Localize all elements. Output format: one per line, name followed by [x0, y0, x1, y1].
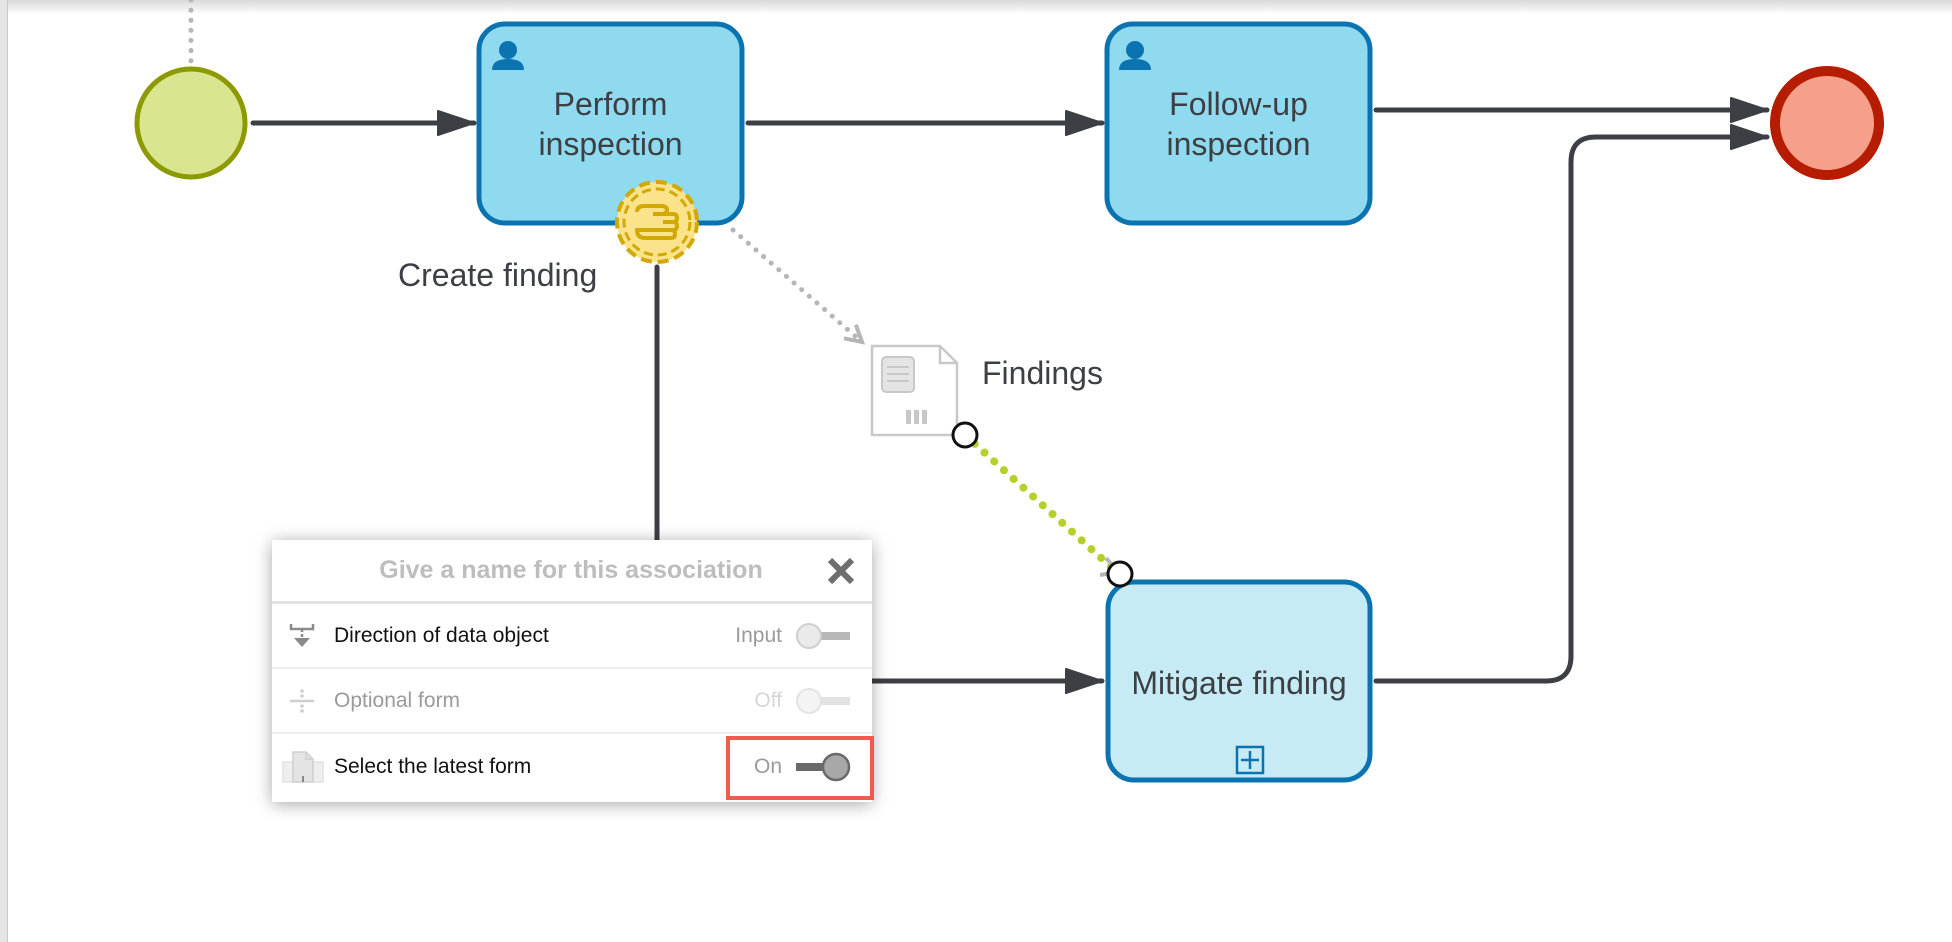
subprocess-mitigate-finding[interactable] [1105, 579, 1373, 783]
selected-association[interactable] [961, 431, 1124, 579]
latest-form-icon [282, 749, 324, 785]
highlight-box [726, 736, 874, 800]
close-button[interactable] [826, 556, 856, 586]
task-label: Mitigate finding [1131, 665, 1347, 701]
dialog-row-direction: Direction of data object Input [272, 604, 872, 669]
association-to-findings[interactable] [730, 227, 862, 342]
data-object-label: Findings [982, 355, 1103, 391]
canvas-top-shadow [8, 0, 1952, 14]
latest-form-toggle[interactable] [794, 752, 852, 782]
boundary-event-label: Create finding [398, 257, 598, 293]
close-x-icon [827, 557, 855, 585]
optional-toggle[interactable] [794, 686, 852, 716]
row-value: Input [735, 623, 782, 647]
data-object-findings[interactable] [870, 344, 959, 437]
association-dialog: Direction of data object Input Optional … [272, 540, 872, 802]
association-name-input[interactable] [272, 540, 812, 601]
optional-icon [284, 683, 320, 719]
subprocess-expand-icon[interactable] [1235, 745, 1265, 775]
task-follow-up-inspection[interactable] [1104, 21, 1373, 226]
flow-mitigate-to-end[interactable] [1373, 124, 1770, 684]
association-handle-end[interactable] [1106, 560, 1134, 588]
row-value: Off [754, 688, 782, 712]
dialog-row-latest-form: Select the latest form On [272, 734, 872, 799]
hand-icon [635, 204, 679, 240]
row-label: Direction of data object [334, 623, 549, 647]
row-label: Select the latest form [334, 754, 532, 778]
direction-toggle[interactable] [794, 621, 852, 651]
row-value: On [753, 754, 782, 778]
task-perform-inspection[interactable] [476, 21, 745, 226]
canvas-left-border [0, 0, 8, 942]
user-icon [492, 41, 524, 70]
document-icon [881, 356, 915, 393]
end-event[interactable] [1770, 66, 1884, 180]
association-handle-start[interactable] [951, 421, 979, 449]
collection-marker-icon [906, 410, 927, 424]
start-event[interactable] [134, 66, 248, 180]
task-label: Follow-up inspection [1166, 86, 1311, 162]
boundary-event-manual[interactable] [615, 180, 699, 264]
row-label: Optional form [334, 688, 461, 712]
direction-icon [284, 618, 320, 654]
dialog-row-optional: Optional form Off [272, 669, 872, 734]
user-icon [1119, 41, 1151, 70]
task-label: Perform inspection [538, 86, 683, 162]
dialog-header [272, 540, 872, 604]
